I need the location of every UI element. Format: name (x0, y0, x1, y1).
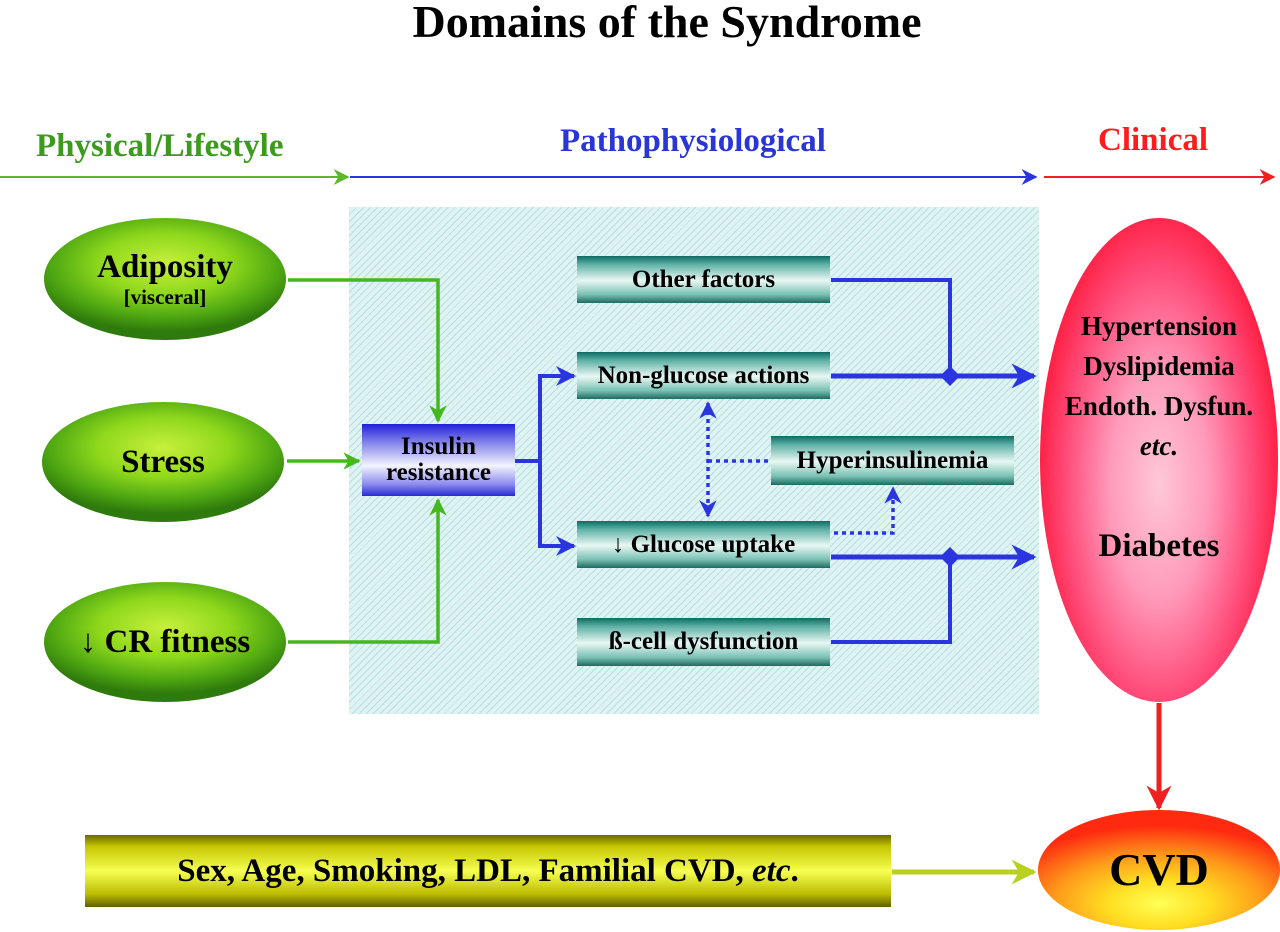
clinical-list: Hypertension Dyslipidemia Endoth. Dysfun… (1065, 306, 1253, 466)
node-cvd: CVD (1038, 810, 1280, 930)
node-adiposity-label: Adiposity (97, 249, 233, 285)
node-insulin-resistance: Insulin resistance (362, 424, 515, 496)
node-cr-fitness-label: ↓ CR fitness (79, 624, 251, 660)
risk-factors-text: Sex, Age, Smoking, LDL, Familial CVD, (177, 853, 753, 889)
node-non-glucose-actions: Non-glucose actions (577, 352, 830, 399)
arrow-crfitness-to-insulin (288, 498, 447, 644)
node-stress: Stress (42, 402, 284, 522)
arrow-adiposity-to-insulin (288, 278, 447, 423)
line-betacell-merge (831, 557, 952, 644)
dotted-arrow-glucose-to-hyperinsulinemia (834, 486, 902, 535)
node-insulin-resistance-line2: resistance (385, 459, 492, 486)
node-cr-fitness: ↓ CR fitness (44, 582, 286, 702)
clinical-item-dyslipidemia: Dyslipidemia (1083, 351, 1235, 381)
domain-label-clinical: Clinical (1098, 122, 1209, 158)
clinical-item-etc: etc. (1139, 431, 1179, 461)
junction-diamond-top (940, 366, 960, 386)
risk-factors-end: . (790, 853, 799, 889)
risk-factors-etc: etc (752, 853, 791, 889)
domain-label-pathophysiological: Pathophysiological (560, 123, 826, 159)
node-adiposity-sublabel: [visceral] (123, 285, 207, 309)
line-otherfactors-merge (831, 278, 952, 376)
clinical-item-diabetes: Diabetes (1098, 528, 1220, 564)
arrow-insulin-to-glucose (538, 461, 576, 556)
node-adiposity: Adiposity [visceral] (44, 218, 286, 340)
node-stress-label: Stress (121, 444, 205, 480)
clinical-item-hypertension: Hypertension (1080, 311, 1237, 341)
node-hyperinsulinemia: Hyperinsulinemia (771, 436, 1014, 485)
node-clinical-outcomes: Hypertension Dyslipidemia Endoth. Dysfun… (1040, 218, 1278, 702)
junction-diamond-bottom (940, 547, 960, 567)
node-insulin-resistance-line1: Insulin (400, 433, 477, 460)
node-risk-factors: Sex, Age, Smoking, LDL, Familial CVD, et… (85, 835, 891, 907)
diagram-title: Domains of the Syndrome (412, 0, 922, 47)
arrow-insulin-to-nonglucose (515, 366, 576, 463)
domain-label-physical: Physical/Lifestyle (36, 128, 284, 164)
node-beta-cell-dysfunction: ß-cell dysfunction (577, 618, 830, 666)
node-glucose-uptake: ↓ Glucose uptake (577, 521, 830, 568)
clinical-item-endothelial-dysfunction: Endoth. Dysfun. (1064, 391, 1254, 421)
node-other-factors: Other factors (577, 256, 830, 303)
